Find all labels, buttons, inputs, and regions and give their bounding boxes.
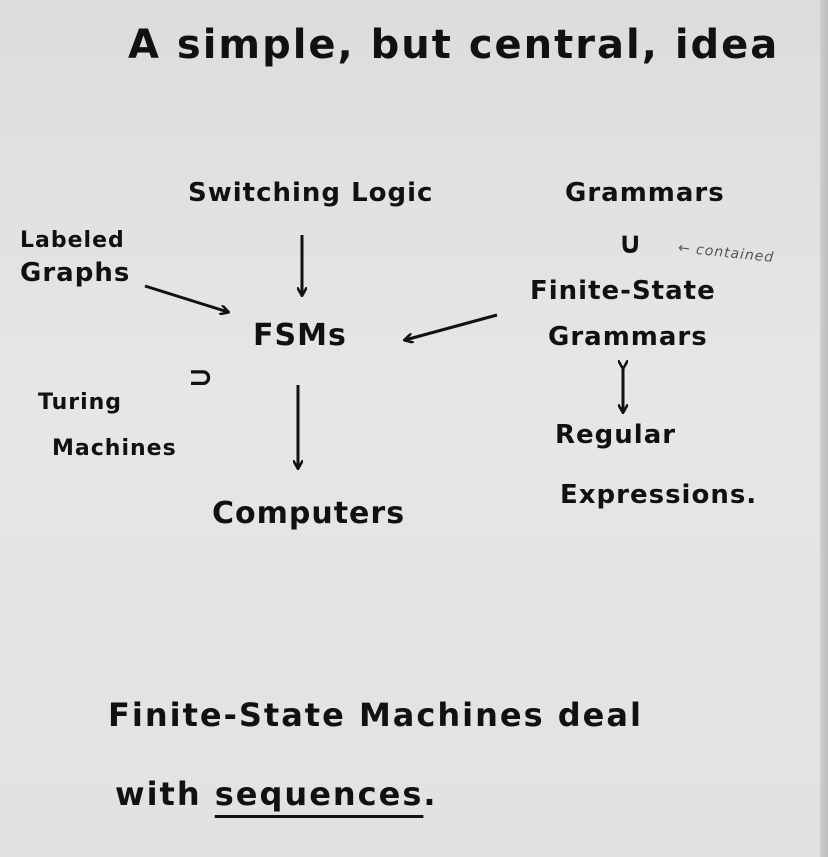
footer-line1: Finite-State Machines deal bbox=[108, 696, 643, 734]
node-turing-machines-line2: Machines bbox=[52, 436, 177, 461]
node-labeled-graphs-line2: Graphs bbox=[20, 258, 131, 288]
footer-line2: with sequences. bbox=[115, 775, 438, 813]
node-regular-expressions-line2: Expressions. bbox=[560, 480, 758, 510]
subset-symbol: ∪ bbox=[618, 226, 644, 261]
arrow-graphs-to-fsms bbox=[144, 284, 228, 312]
node-finite-state-grammars-line1: Finite-State bbox=[530, 276, 716, 306]
page-title: A simple, but central, idea bbox=[128, 22, 780, 68]
node-finite-state-grammars-line2: Grammars bbox=[548, 322, 708, 352]
node-regular-expressions-line1: Regular bbox=[555, 420, 677, 450]
node-switching-logic: Switching Logic bbox=[188, 178, 434, 208]
footer-line2-suffix: . bbox=[423, 775, 438, 813]
node-computers: Computers bbox=[212, 496, 406, 531]
node-fsms: FSMs bbox=[253, 318, 347, 353]
footer-emphasis-sequences: sequences bbox=[214, 775, 424, 813]
node-labeled-graphs-line1: Labeled bbox=[20, 228, 125, 253]
superset-symbol: ⊃ bbox=[188, 360, 215, 395]
node-turing-machines-line1: Turing bbox=[38, 390, 123, 415]
footer-line2-prefix: with bbox=[115, 775, 202, 813]
node-grammars: Grammars bbox=[565, 178, 725, 208]
arrow-fsgrammars-to-fsms bbox=[405, 313, 498, 340]
